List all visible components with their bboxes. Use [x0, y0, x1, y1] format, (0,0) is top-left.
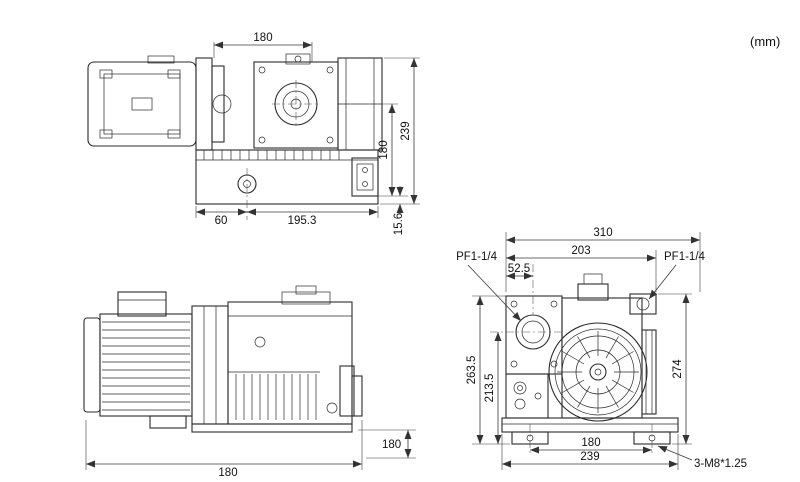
dim-height-inner-label: 180: [378, 140, 390, 159]
dim-side-height-label: 180: [382, 439, 401, 451]
dim-left-label: 60: [215, 215, 228, 227]
front-view-labels: PF1-1/4 PF1-1/4 3-M8*1.25: [456, 251, 747, 470]
side-view: 180 180: [83, 285, 416, 479]
pump-head-top: [253, 53, 339, 149]
dim-height-total-label: 239: [400, 121, 412, 140]
dim-port-offset-label: 52.5: [508, 263, 530, 275]
dim-side-width-label: 180: [218, 467, 237, 479]
pump-body-side: [191, 285, 363, 433]
pump-body-front: [561, 273, 657, 419]
motor-top: [87, 55, 197, 147]
front-view: PF1-1/4 PF1-1/4 3-M8*1.25 310 203 52.5 2…: [456, 227, 747, 470]
front-view-dimensions: 310 203 52.5 263.5 213.5 274 180: [466, 227, 701, 470]
motor-side: [83, 291, 193, 429]
bolt-spec-label: 3-M8*1.25: [694, 458, 747, 470]
dim-step-label: 15.6: [393, 213, 405, 235]
dim-width-total-label: 310: [593, 227, 612, 239]
fan-cover-front: [548, 322, 648, 422]
port-right-label: PF1-1/4: [664, 251, 706, 263]
oil-box-top: [195, 149, 379, 205]
dim-width-body-label: 203: [571, 245, 590, 257]
side-view-dimensions: 180 180: [85, 420, 416, 479]
dim-feet-span-label: 180: [581, 437, 600, 449]
port-left-label: PF1-1/4: [456, 251, 498, 263]
top-view: 180 239 180 15.6 60 195.3: [87, 32, 420, 235]
rear-housing-top: [337, 57, 383, 151]
dim-base-width-label: 239: [580, 451, 599, 463]
unit-label: (mm): [750, 34, 780, 49]
dim-body-label: 195.3: [288, 215, 317, 227]
dim-height-port-label: 213.5: [484, 374, 496, 403]
top-view-dimensions: 180 239 180 15.6 60 195.3: [195, 32, 420, 235]
adapter-top: [195, 57, 232, 151]
dim-height-right-label: 274: [672, 359, 684, 379]
dim-height-left-label: 263.5: [466, 356, 478, 385]
dim-top-width-label: 180: [253, 32, 272, 44]
